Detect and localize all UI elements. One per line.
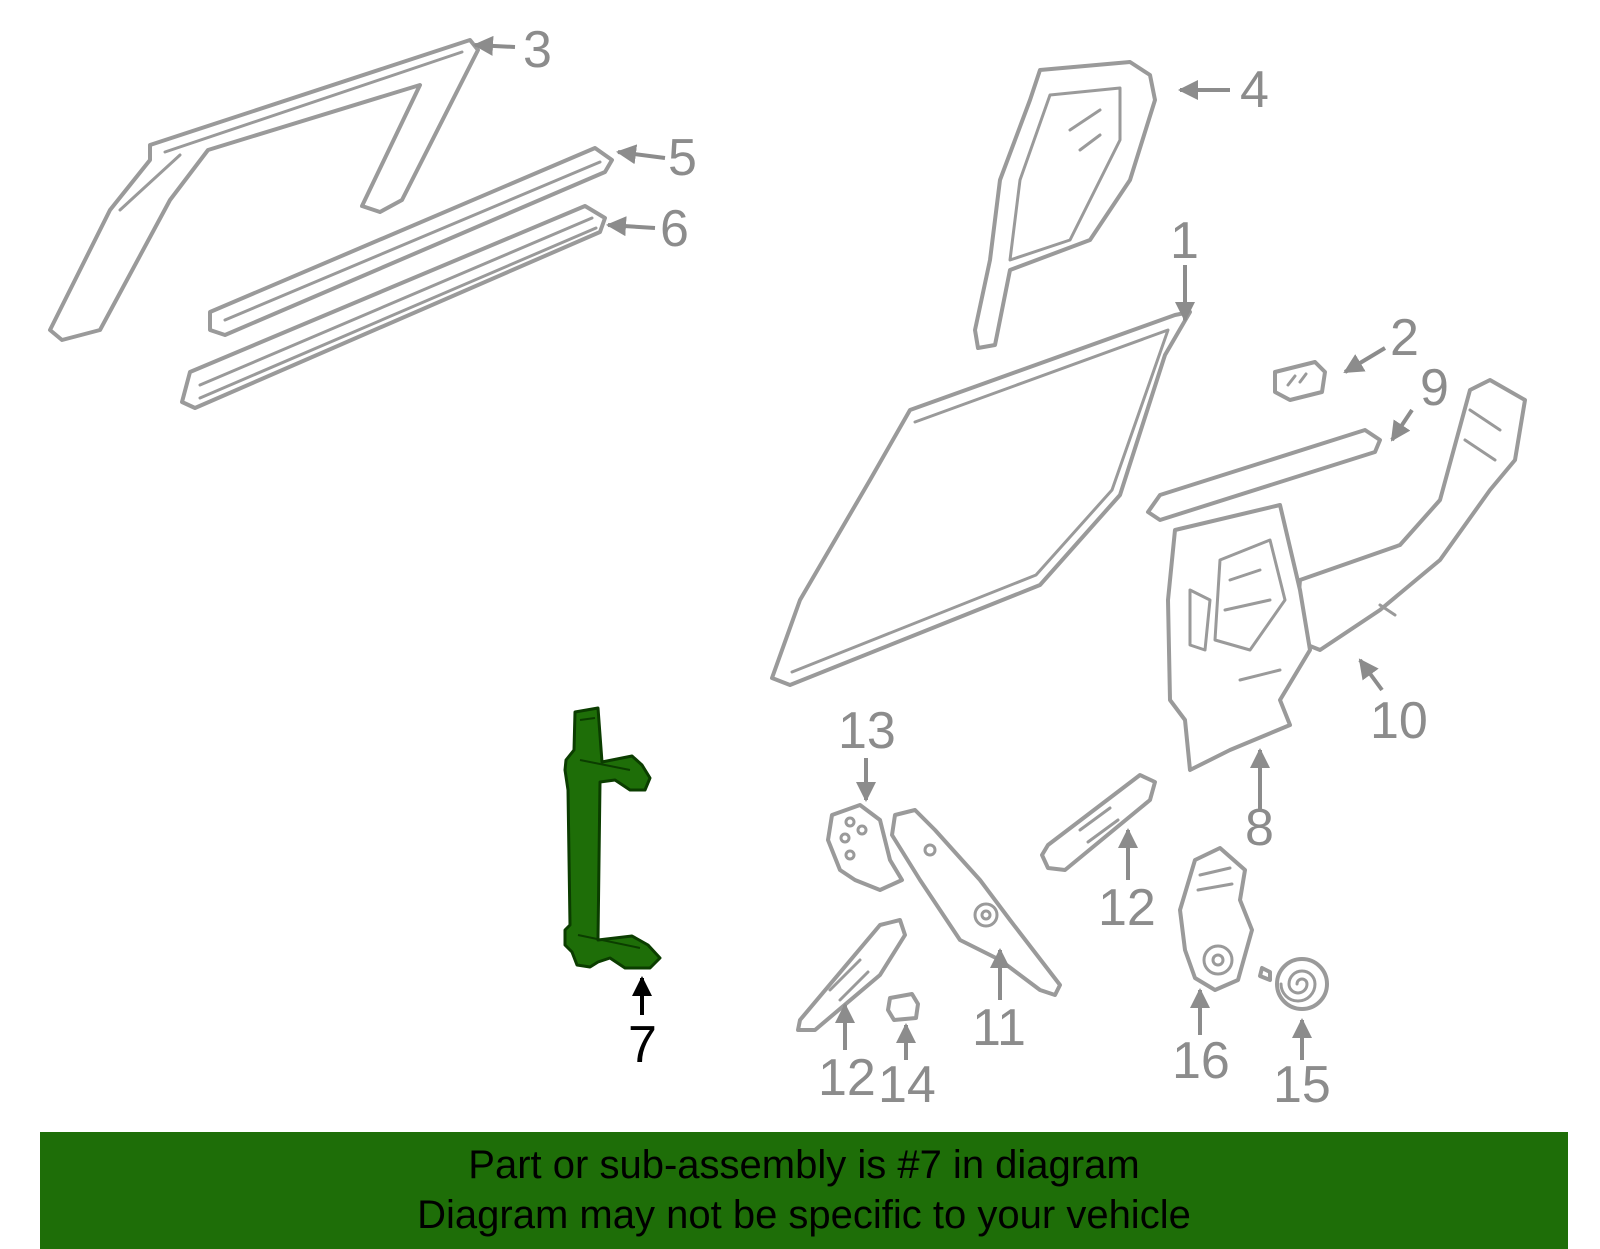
callout-1: 1: [1170, 212, 1199, 270]
callout-3: 3: [523, 21, 552, 79]
callout-11: 11: [972, 999, 1026, 1057]
callout-7: 7: [628, 1016, 657, 1074]
callout-10: 10: [1370, 692, 1428, 750]
part-6-weatherstrip: [180, 204, 607, 410]
part-10-regulator-channel: [1293, 378, 1527, 652]
callout-5: 5: [668, 129, 697, 187]
callout-9: 9: [1420, 359, 1449, 417]
callout-13: 13: [838, 702, 896, 760]
part-14-nut: [886, 992, 920, 1022]
callout-14: 14: [878, 1056, 936, 1114]
part-16-motor: [1178, 846, 1254, 992]
banner-line-1: Part or sub-assembly is #7 in diagram: [468, 1143, 1140, 1187]
part-11-regulator-arm: [890, 808, 1062, 997]
part-7-regulator-highlighted: [563, 706, 662, 970]
part-8-door-module: [1166, 503, 1312, 772]
part-5-belt-molding: [208, 146, 614, 337]
part-12a-handle: [1040, 773, 1157, 872]
callout-15: 15: [1273, 1056, 1331, 1114]
callout-2: 2: [1390, 309, 1419, 367]
part-4-quarter-window: [973, 60, 1157, 350]
part-1-door-glass: [770, 310, 1192, 687]
callout-4: 4: [1240, 61, 1269, 119]
callout-labels: 3 4 5 6 1 2 9 10 8 13 11 12 12 14 16 15 …: [523, 21, 1449, 1114]
part-9-run-channel: [1146, 428, 1382, 522]
banner-line-2: Diagram may not be specific to your vehi…: [417, 1193, 1191, 1237]
info-banner: Part or sub-assembly is #7 in diagram Di…: [40, 1132, 1568, 1249]
callout-6: 6: [660, 200, 689, 258]
part-13-bracket: [826, 803, 904, 892]
callout-8: 8: [1245, 799, 1274, 857]
part-2-clip: [1273, 360, 1327, 402]
callout-16: 16: [1172, 1032, 1230, 1090]
part-12b-handle: [796, 918, 907, 1032]
part-15-spring: [1258, 957, 1329, 1011]
diagram-canvas: 3 4 5 6 1 2 9 10 8 13 11 12 12 14 16 15 …: [48, 21, 1527, 1114]
part-3-frame-molding: [48, 38, 480, 342]
callout-12b: 12: [818, 1049, 876, 1107]
leader-lines: [473, 35, 1414, 1060]
callout-12a: 12: [1098, 879, 1156, 937]
